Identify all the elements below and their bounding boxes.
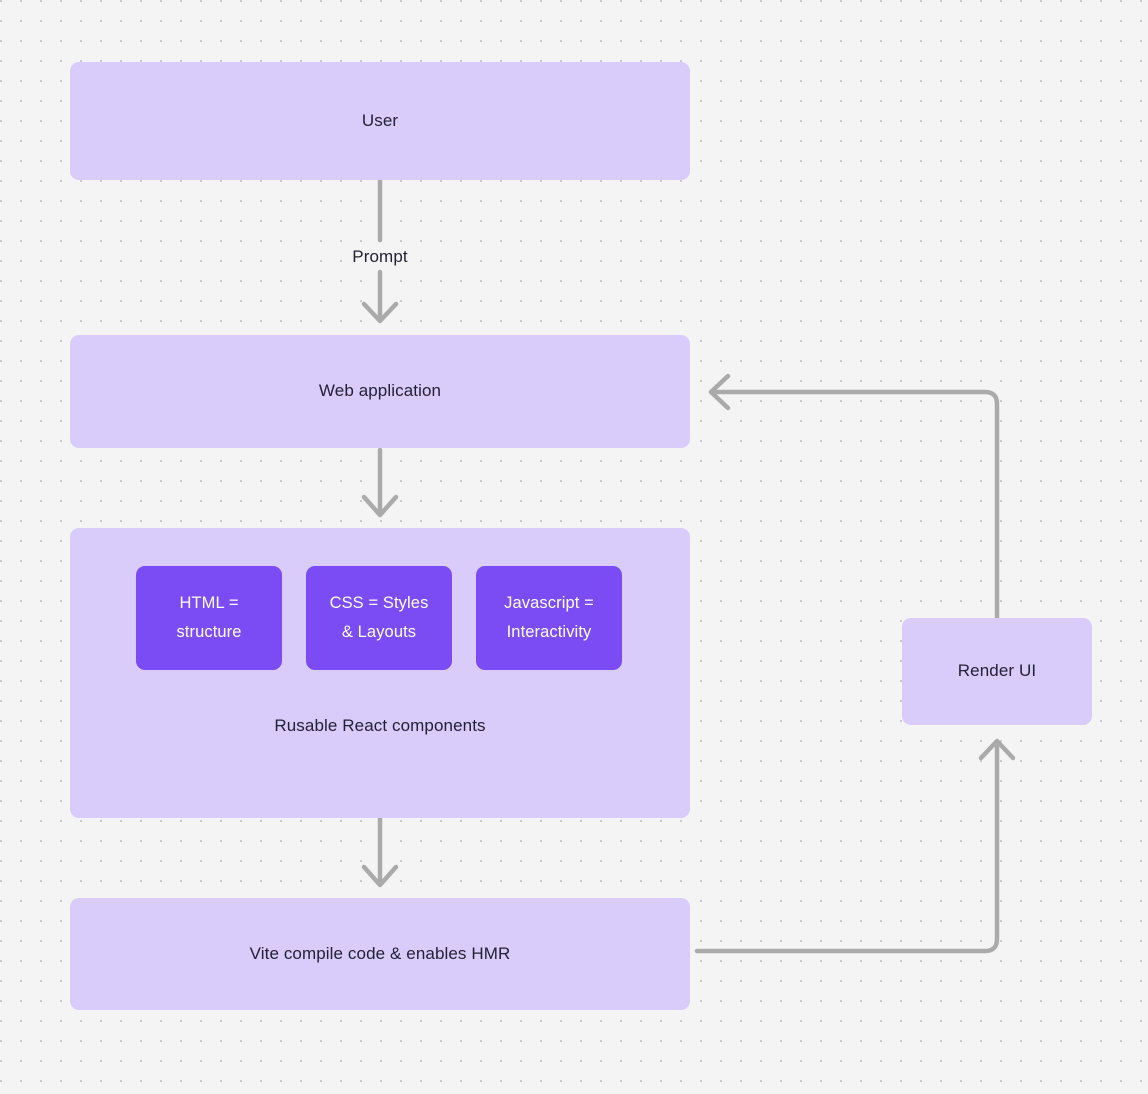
edge-render-to-web: [708, 373, 1000, 621]
chip-html-label: HTML = structure: [176, 594, 242, 641]
node-render-ui-label: Render UI: [957, 661, 1037, 681]
edge-components-to-vite: [361, 815, 399, 888]
node-vite[interactable]: Vite compile code & enables HMR: [70, 898, 690, 1010]
chip-javascript-label: Javascript = Interactivity: [504, 594, 594, 641]
node-vite-label: Vite compile code & enables HMR: [249, 943, 511, 963]
node-user[interactable]: User: [70, 62, 690, 180]
node-web-application[interactable]: Web application: [70, 335, 690, 448]
chip-css[interactable]: CSS = Styles & Layouts: [306, 566, 452, 670]
edge-web-to-components: [361, 447, 399, 518]
edge-vite-to-render: [694, 738, 1016, 954]
edge-label-prompt: Prompt: [345, 246, 415, 268]
node-user-label: User: [361, 110, 399, 130]
node-components-group[interactable]: HTML = structure CSS = Styles & Layouts …: [70, 528, 690, 818]
chip-html[interactable]: HTML = structure: [136, 566, 282, 670]
node-web-application-label: Web application: [318, 381, 442, 401]
chip-row: HTML = structure CSS = Styles & Layouts …: [136, 566, 622, 670]
chip-css-label: CSS = Styles & Layouts: [329, 594, 429, 641]
components-group-caption: Rusable React components: [274, 716, 486, 735]
chip-javascript[interactable]: Javascript = Interactivity: [476, 566, 622, 670]
node-render-ui[interactable]: Render UI: [902, 618, 1092, 725]
